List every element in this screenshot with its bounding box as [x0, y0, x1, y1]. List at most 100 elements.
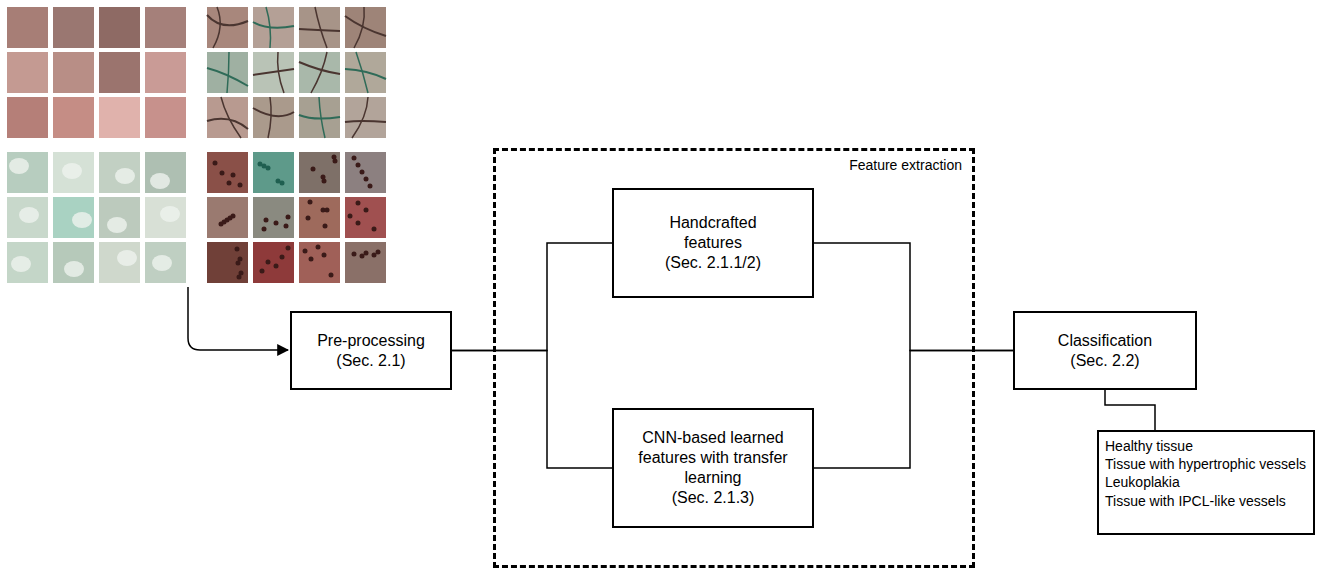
image-patch [345, 7, 386, 48]
image-patch [299, 97, 340, 138]
ipcl-dot [235, 247, 240, 252]
ipcl-dot [280, 255, 285, 260]
ipcl-dot [368, 184, 373, 189]
ipcl-dot [213, 161, 218, 166]
patch-fill [207, 152, 248, 193]
ipcl-dot [316, 245, 321, 250]
image-patch [299, 52, 340, 93]
ipcl-dot [237, 275, 242, 280]
patch-fill [253, 152, 294, 193]
class-list-box: Healthy tissueTissue with hypertrophic v… [1097, 430, 1315, 535]
process-box: Pre-processing(Sec. 2.1) [290, 311, 452, 390]
patch-fill [99, 97, 140, 138]
vessel-line [311, 52, 327, 93]
ipcl-dot [356, 163, 361, 168]
vessel-line [278, 52, 284, 93]
patch-fill [345, 7, 386, 48]
vessel-line [221, 97, 241, 138]
ipcl-dot [329, 273, 334, 278]
patch-fill [299, 197, 340, 238]
patch-fill [299, 242, 340, 283]
vessel-line [253, 108, 294, 116]
vessel-line [299, 62, 340, 74]
ipcl-dot [286, 215, 291, 220]
box-label: Handcrafted features [653, 213, 773, 253]
ipcl-dot [348, 214, 353, 219]
image-patch [299, 242, 340, 283]
ipcl-dot [306, 216, 311, 221]
connector-line [814, 243, 1013, 351]
patch-fill [7, 97, 48, 138]
image-patch [253, 197, 294, 238]
patch-fill [299, 7, 340, 48]
image-patches [7, 7, 386, 283]
ipcl-dot [364, 208, 369, 213]
ipcl-dot [364, 251, 369, 256]
patch-fill [145, 242, 186, 283]
connector-line [814, 351, 1013, 469]
patch-fill [145, 197, 186, 238]
image-patch [253, 152, 294, 193]
ipcl-dot [262, 227, 267, 232]
image-patch [299, 152, 340, 193]
image-patch [53, 197, 94, 238]
input-arrow [188, 287, 288, 350]
class-label: Leukoplakia [1105, 473, 1307, 491]
leukoplakia-patch [152, 255, 172, 271]
leukoplakia-patch [64, 261, 84, 277]
vessel-line [299, 115, 340, 119]
image-patch [7, 152, 48, 193]
box-label: Pre-processing [317, 331, 425, 351]
process-box: CNN-based learned features with transfer… [612, 408, 814, 528]
image-patch [345, 197, 386, 238]
ipcl-dot [286, 246, 291, 251]
leukoplakia-patch [160, 206, 180, 222]
vessel-line [319, 97, 325, 138]
ipcl-dot [311, 167, 316, 172]
process-box: Classification(Sec. 2.2) [1013, 311, 1197, 390]
image-patch [53, 152, 94, 193]
image-patch [299, 7, 340, 48]
patch-fill [207, 197, 248, 238]
image-patch [99, 52, 140, 93]
ipcl-dot [321, 175, 326, 180]
box-label: CNN-based learned features with transfer… [634, 428, 792, 488]
image-patch [99, 7, 140, 48]
leukoplakia-patch [72, 212, 92, 228]
image-patch [207, 97, 248, 138]
leukoplakia-patch [117, 250, 137, 266]
ipcl-dot [376, 250, 381, 255]
ipcl-dot [266, 260, 271, 265]
patch-fill [99, 152, 140, 193]
ipcl-dot [323, 224, 328, 229]
image-patch [99, 97, 140, 138]
vessel-line [253, 22, 294, 28]
image-patch [7, 197, 48, 238]
vessel-line [253, 69, 294, 75]
image-patch [345, 152, 386, 193]
image-patch [207, 52, 248, 93]
ipcl-dot [372, 227, 377, 232]
image-patch [145, 242, 186, 283]
vessel-line [227, 52, 229, 93]
image-patch [145, 197, 186, 238]
vessel-line [299, 29, 340, 31]
image-patch [53, 52, 94, 93]
patch-fill [253, 197, 294, 238]
image-patch [345, 52, 386, 93]
leukoplakia-patch [11, 256, 31, 272]
patch-fill [7, 7, 48, 48]
ipcl-dot [308, 200, 313, 205]
vessel-line [207, 119, 248, 129]
image-patch [53, 242, 94, 283]
ipcl-dot [309, 257, 314, 262]
vessel-line [266, 7, 271, 48]
image-patch [7, 52, 48, 93]
patch-fill [299, 97, 340, 138]
class-label: Tissue with hypertrophic vessels [1105, 455, 1307, 473]
image-patch [7, 7, 48, 48]
connector-line [452, 351, 612, 469]
patch-fill [53, 97, 94, 138]
box-label: (Sec. 2.1.1/2) [665, 253, 761, 273]
vessel-line [345, 121, 386, 122]
